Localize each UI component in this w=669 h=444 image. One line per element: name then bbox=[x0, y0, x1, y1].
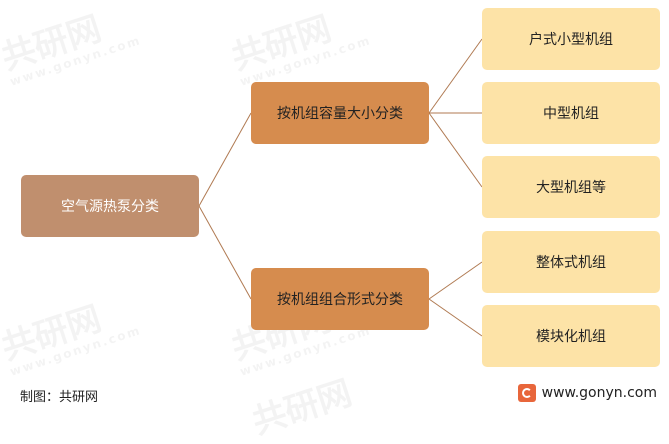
connector-root-branch1 bbox=[198, 112, 252, 207]
gonyn-logo-icon bbox=[517, 384, 536, 402]
leaf-node-medium: 中型机组 bbox=[482, 82, 660, 144]
website-credit: www.gonyn.com bbox=[517, 384, 657, 402]
connector-branch2-leaf2 bbox=[428, 298, 483, 337]
connector-root-branch2 bbox=[198, 205, 252, 300]
leaf-node-modular: 模块化机组 bbox=[482, 305, 660, 367]
branch-node-label: 按机组容量大小分类 bbox=[277, 106, 403, 122]
leaf-node-label: 户式小型机组 bbox=[529, 32, 613, 48]
connector-branch1-leaf3 bbox=[428, 112, 483, 188]
website-url: www.gonyn.com bbox=[541, 385, 657, 401]
connector-branch1-leaf1 bbox=[428, 38, 483, 114]
branch-node-capacity: 按机组容量大小分类 bbox=[251, 82, 429, 144]
leaf-node-label: 大型机组等 bbox=[536, 180, 606, 196]
connector-lines bbox=[198, 38, 483, 337]
root-node: 空气源热泵分类 bbox=[21, 175, 199, 237]
leaf-node-integral: 整体式机组 bbox=[482, 231, 660, 293]
leaf-node-household-small: 户式小型机组 bbox=[482, 8, 660, 70]
leaf-node-label: 中型机组 bbox=[543, 106, 599, 122]
leaf-node-large: 大型机组等 bbox=[482, 156, 660, 218]
branch-node-label: 按机组组合形式分类 bbox=[277, 292, 403, 308]
leaf-node-label: 模块化机组 bbox=[536, 329, 606, 345]
source-credit: 制图：共研网 bbox=[20, 390, 99, 405]
root-node-label: 空气源热泵分类 bbox=[61, 199, 159, 215]
connector-branch2-leaf1 bbox=[428, 261, 483, 300]
leaf-node-label: 整体式机组 bbox=[536, 255, 606, 271]
branch-node-combination: 按机组组合形式分类 bbox=[251, 268, 429, 330]
